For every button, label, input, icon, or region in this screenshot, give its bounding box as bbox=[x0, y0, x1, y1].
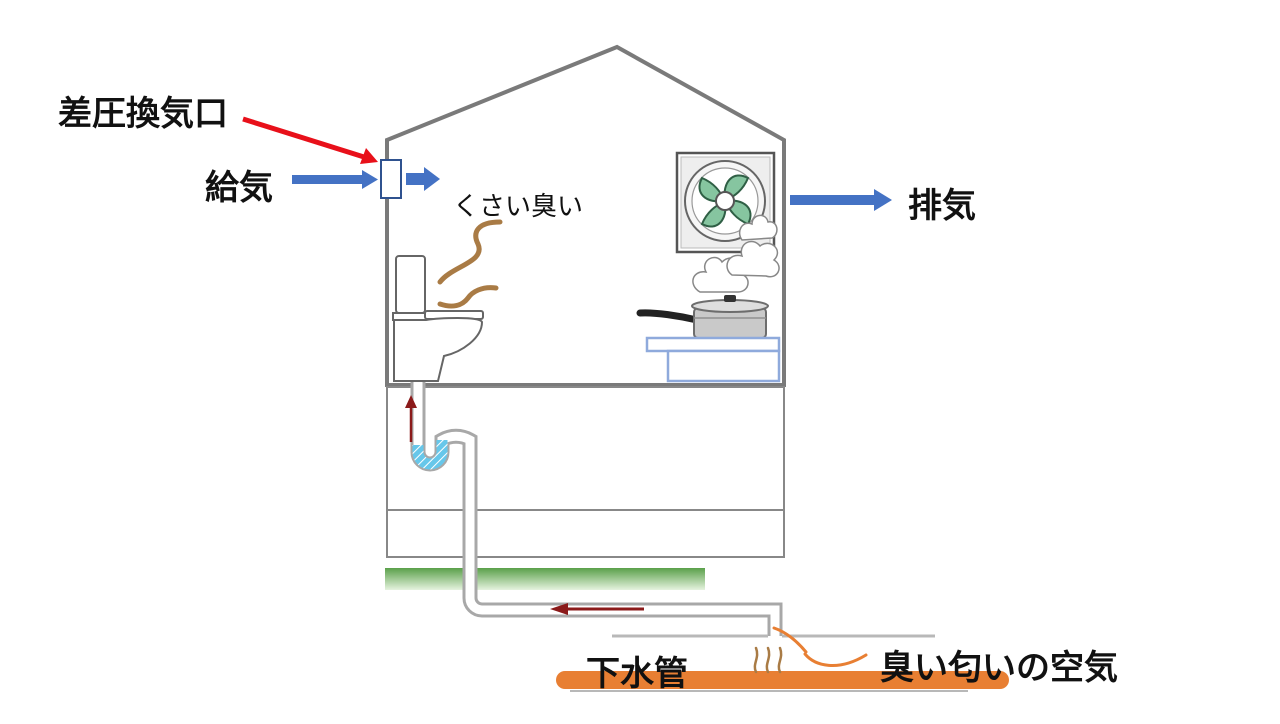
ground-grass bbox=[385, 568, 705, 590]
trap-up-arrow bbox=[405, 395, 417, 442]
label-vent: 差圧換気口 bbox=[58, 94, 228, 134]
foundation bbox=[386, 386, 785, 558]
vent-pointer-arrow bbox=[242, 116, 378, 164]
pressure-vent bbox=[380, 159, 402, 199]
steam-icon bbox=[692, 214, 780, 293]
supply-arrow-inside bbox=[406, 167, 440, 191]
label-bad-smell: くさい臭い bbox=[453, 192, 584, 222]
trap-water bbox=[412, 440, 448, 470]
label-smelly-air: 臭い匂いの空気 bbox=[880, 648, 1118, 688]
s-trap-pipe-icon bbox=[410, 382, 935, 638]
smell-wisp-sewer bbox=[753, 626, 868, 674]
supply-arrow-outside bbox=[292, 170, 378, 189]
label-sewer-pipe: 下水管 bbox=[586, 654, 688, 694]
kitchen-counter bbox=[645, 336, 781, 383]
exhaust-arrow bbox=[790, 189, 892, 211]
pot-icon bbox=[636, 295, 769, 339]
label-supply: 給気 bbox=[205, 168, 273, 208]
label-exhaust: 排気 bbox=[908, 186, 976, 226]
toilet-icon bbox=[392, 255, 484, 382]
pipe-return-arrow bbox=[550, 603, 644, 615]
smell-wisp-room bbox=[437, 219, 503, 309]
